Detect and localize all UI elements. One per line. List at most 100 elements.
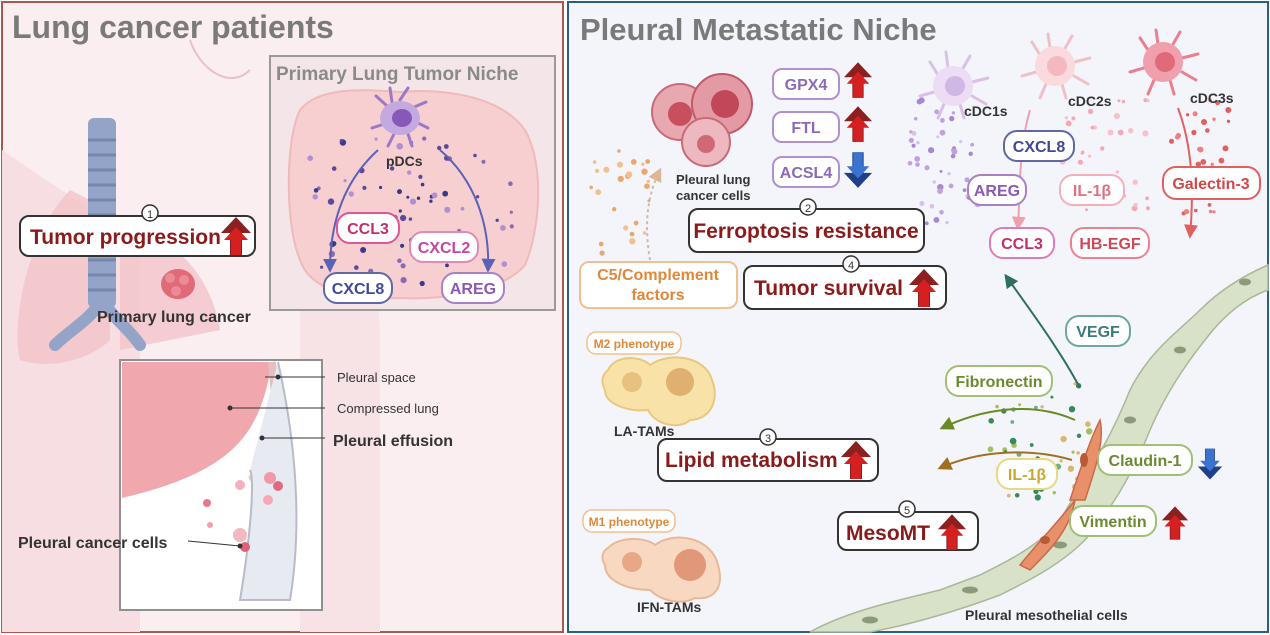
cytokine-dot xyxy=(320,265,324,269)
cytokine-dot xyxy=(1195,161,1202,167)
cytokine-dot xyxy=(924,165,930,171)
cytokine-dot xyxy=(443,144,449,149)
cytokine-dot xyxy=(642,231,647,235)
tumor-survival-label: Tumor survival xyxy=(754,277,903,300)
il1b-badge-top xyxy=(1059,174,1125,206)
cytokine-dot xyxy=(616,161,624,168)
cytokine-dot xyxy=(950,153,956,159)
la-tams-icon xyxy=(601,356,716,427)
acsl4-label: ACSL4 xyxy=(780,165,833,182)
step-2-number: 2 xyxy=(805,203,811,215)
step-5-number: 5 xyxy=(904,505,910,517)
c5-complement-label-line1: C5/Complement xyxy=(597,267,719,284)
cytokine-dot xyxy=(948,183,954,189)
cytokine-dot xyxy=(928,147,935,154)
cytokine-dot xyxy=(612,207,617,212)
cytokine-dot xyxy=(947,172,951,176)
cytokine-dot xyxy=(1117,129,1124,136)
cytokine-dot xyxy=(508,181,513,186)
cytokine-dot xyxy=(1225,107,1232,113)
arrow-to-vegf-target xyxy=(1004,273,1081,389)
cytokine-dot xyxy=(1040,405,1044,409)
arrow-fibronectin xyxy=(939,408,1076,430)
compressed-lung-label: Compressed lung xyxy=(337,401,439,416)
cdc1s-label: cDC1s xyxy=(964,103,1008,119)
cytokine-dot xyxy=(988,418,994,424)
cytokine-dot xyxy=(959,140,963,144)
cytokine-dot xyxy=(1197,146,1202,152)
compressed-lung-shape xyxy=(122,362,272,498)
acsl4-badge xyxy=(772,156,840,188)
pleural-effusion-label: Pleural effusion xyxy=(333,433,453,450)
c5-complement-label-line2: factors xyxy=(631,287,684,304)
cytokine-dot xyxy=(1087,108,1094,115)
pleural-cancer-cell-icons xyxy=(203,472,283,552)
cytokine-dot xyxy=(1034,494,1041,501)
cytokine-dot xyxy=(595,168,600,173)
cytokine-dot xyxy=(1113,113,1120,120)
pleural-mesothelial-layer xyxy=(809,263,1269,633)
m2-phenotype-badge xyxy=(586,331,682,355)
cytokine-dot xyxy=(1145,206,1150,211)
cytokine-dot xyxy=(419,280,425,287)
cytokine-dot xyxy=(1128,128,1134,134)
cytokine-dot xyxy=(1071,116,1076,121)
gpx4-badge xyxy=(772,68,840,100)
cytokine-dot xyxy=(400,263,406,269)
claudin1-badge xyxy=(1097,444,1193,476)
cytokine-dot xyxy=(400,214,407,222)
areg-label-right: AREG xyxy=(974,183,1020,200)
leader-dot-pleural-effusion xyxy=(259,435,265,441)
cytokine-dot xyxy=(913,116,918,121)
cytokine-dot xyxy=(1065,120,1072,127)
cytokine-dot xyxy=(1210,162,1215,166)
cytokine-dot xyxy=(339,139,343,143)
cytokine-dot xyxy=(951,148,958,155)
step-5-badge xyxy=(898,500,916,518)
galectin3-label: Galectin-3 xyxy=(1172,176,1249,193)
ifn-tams-label: IFN-TAMs xyxy=(637,599,701,615)
galectin3-badge xyxy=(1162,166,1261,200)
cytokine-dot xyxy=(937,188,943,195)
cytokine-dot xyxy=(360,247,367,253)
cxcl2-label: CXCL2 xyxy=(418,240,471,257)
cytokine-dot xyxy=(313,188,319,193)
cytokine-dot xyxy=(970,142,975,147)
ferroptosis-resistance-label: Ferroptosis resistance xyxy=(693,220,918,243)
cytokine-dot xyxy=(495,218,499,222)
cytokine-dot xyxy=(475,195,480,199)
cytokine-dot xyxy=(1085,208,1088,212)
cytokine-dot xyxy=(949,115,955,122)
cytokine-dot xyxy=(1090,125,1095,130)
areg-badge-right xyxy=(967,174,1027,206)
cytokine-dot xyxy=(407,170,412,175)
cytokine-dot xyxy=(630,159,637,165)
cytokine-dot xyxy=(916,141,920,145)
cytokine-dot xyxy=(1034,405,1038,410)
cytokine-dot xyxy=(1100,146,1105,151)
cytokine-dot xyxy=(915,162,920,167)
hbegf-label: HB-EGF xyxy=(1079,236,1141,253)
cytokine-dot xyxy=(617,175,624,182)
cytokine-dot xyxy=(939,169,943,173)
m1-phenotype-label: M1 phenotype xyxy=(589,515,670,529)
neck-outline xyxy=(189,39,251,80)
cytokine-dot xyxy=(1071,450,1075,454)
cytokine-dot xyxy=(1052,491,1057,495)
cytokine-dot xyxy=(437,145,442,151)
cytokine-dot xyxy=(968,151,973,156)
cytokine-dot xyxy=(1212,117,1216,121)
pdcs-label: pDCs xyxy=(386,153,423,169)
cytokine-dot xyxy=(623,225,629,231)
left-panel-title: Lung cancer patients xyxy=(12,9,334,45)
cytokine-dot xyxy=(625,171,633,178)
pleural-space-label: Pleural space xyxy=(337,370,416,385)
cytokine-dot xyxy=(343,179,347,183)
cytokine-dot xyxy=(1029,443,1034,447)
cytokine-dot xyxy=(936,135,940,139)
cytokine-dot xyxy=(1064,116,1069,120)
leader-dot-pleural-space xyxy=(275,374,281,380)
cytokine-dot xyxy=(929,203,935,209)
cytokine-dot xyxy=(397,258,402,264)
cytokine-dot xyxy=(1014,493,1020,498)
